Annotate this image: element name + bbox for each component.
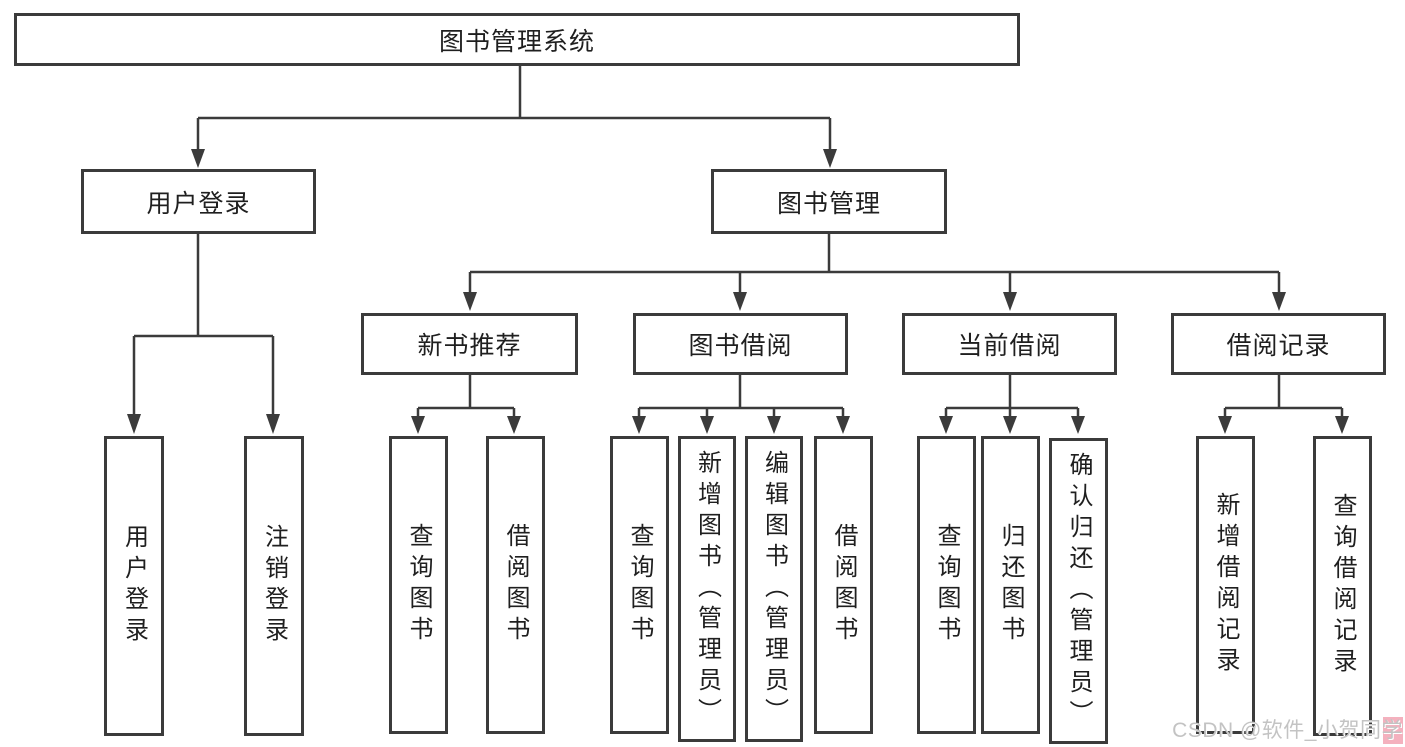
watermark-text: CSDN @软件_小贺同学 [1172, 719, 1403, 742]
watermark-accent-block [1383, 717, 1403, 744]
node-label: 新书推荐 [417, 332, 522, 360]
node-label: 注销登录 [260, 524, 288, 648]
node-user-login: 用户登录 [81, 169, 316, 234]
node-current-borrow: 当前借阅 [902, 313, 1117, 375]
node-borrow-books: 借阅图书 [486, 436, 545, 734]
node-label: 借阅图书 [502, 523, 529, 647]
node-query-books: 查询图书 [610, 436, 669, 734]
node-label: 图书管理 [776, 189, 881, 218]
node-new-book-recommend: 新书推荐 [361, 313, 578, 375]
node-label: 借阅记录 [1226, 332, 1331, 360]
node-edit-books-admin: 编辑图书（管理员） [745, 436, 803, 742]
node-label: 用户登录 [146, 189, 251, 218]
node-return-books: 归还图书 [981, 436, 1040, 734]
node-user-login-leaf: 用户登录 [104, 436, 164, 736]
node-label: 新增借阅记录 [1212, 492, 1239, 678]
node-label: 图书管理系统 [438, 27, 595, 56]
node-label: 新增图书（管理员） [693, 449, 721, 729]
node-query-borrow-record: 查询借阅记录 [1313, 436, 1372, 736]
node-borrow-records: 借阅记录 [1171, 313, 1386, 375]
node-confirm-return-admin: 确认归还（管理员） [1049, 438, 1108, 744]
csdn-watermark: CSDN @软件_小贺同学 [1172, 714, 1403, 744]
node-label: 编辑图书（管理员） [760, 449, 788, 729]
node-book-borrow: 图书借阅 [633, 313, 848, 375]
node-label: 查询图书 [626, 523, 653, 647]
node-label: 借阅图书 [830, 523, 857, 647]
node-logout: 注销登录 [244, 436, 304, 736]
node-label: 图书借阅 [688, 332, 793, 360]
node-label: 归还图书 [997, 523, 1024, 647]
node-add-books-admin: 新增图书（管理员） [678, 436, 736, 742]
node-library-management-system: 图书管理系统 [14, 13, 1020, 66]
node-label: 查询图书 [933, 523, 960, 647]
node-query-books: 查询图书 [917, 436, 976, 734]
node-label: 当前借阅 [957, 332, 1062, 360]
node-borrow-books: 借阅图书 [814, 436, 873, 734]
node-label: 确认归还（管理员） [1065, 451, 1092, 731]
node-query-books: 查询图书 [389, 436, 448, 734]
node-label: 查询图书 [405, 523, 432, 647]
node-label: 用户登录 [120, 524, 148, 648]
node-label: 查询借阅记录 [1329, 493, 1356, 679]
node-book-management: 图书管理 [711, 169, 947, 234]
node-add-borrow-record: 新增借阅记录 [1196, 436, 1255, 734]
